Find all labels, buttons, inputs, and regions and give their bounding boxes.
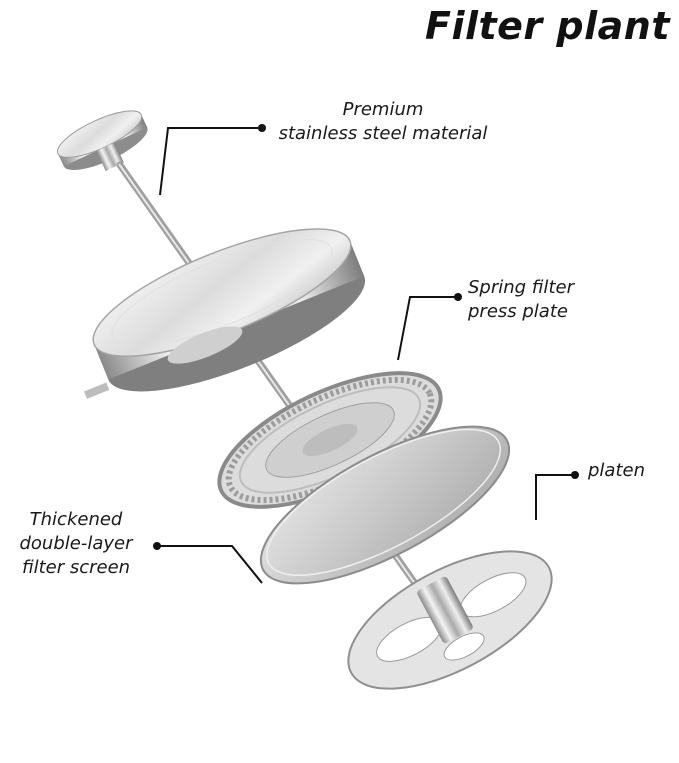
leader-dots <box>153 124 579 550</box>
filter-screen <box>259 425 511 585</box>
label-line: stainless steel material <box>278 123 488 144</box>
label-thickened-filter-screen: Thickened double-layer filter screen <box>0 508 152 580</box>
leader-lines <box>159 127 572 584</box>
label-line: double-layer <box>19 533 133 554</box>
label-spring-filter-press-plate: Spring filter press plate <box>468 276 574 324</box>
label-premium-stainless-steel: Premium stainless steel material <box>250 98 516 146</box>
spring-plate <box>217 371 443 509</box>
label-line: press plate <box>468 301 568 322</box>
label-platen: platen <box>588 459 645 483</box>
knob <box>56 110 148 171</box>
page-title: Filter plant <box>424 4 670 48</box>
platen-nut <box>417 576 473 644</box>
label-line: platen <box>588 460 645 481</box>
label-line: Thickened <box>29 509 123 530</box>
label-line: Spring filter <box>468 277 574 298</box>
label-line: Premium <box>342 99 424 120</box>
label-line: filter screen <box>21 557 131 578</box>
